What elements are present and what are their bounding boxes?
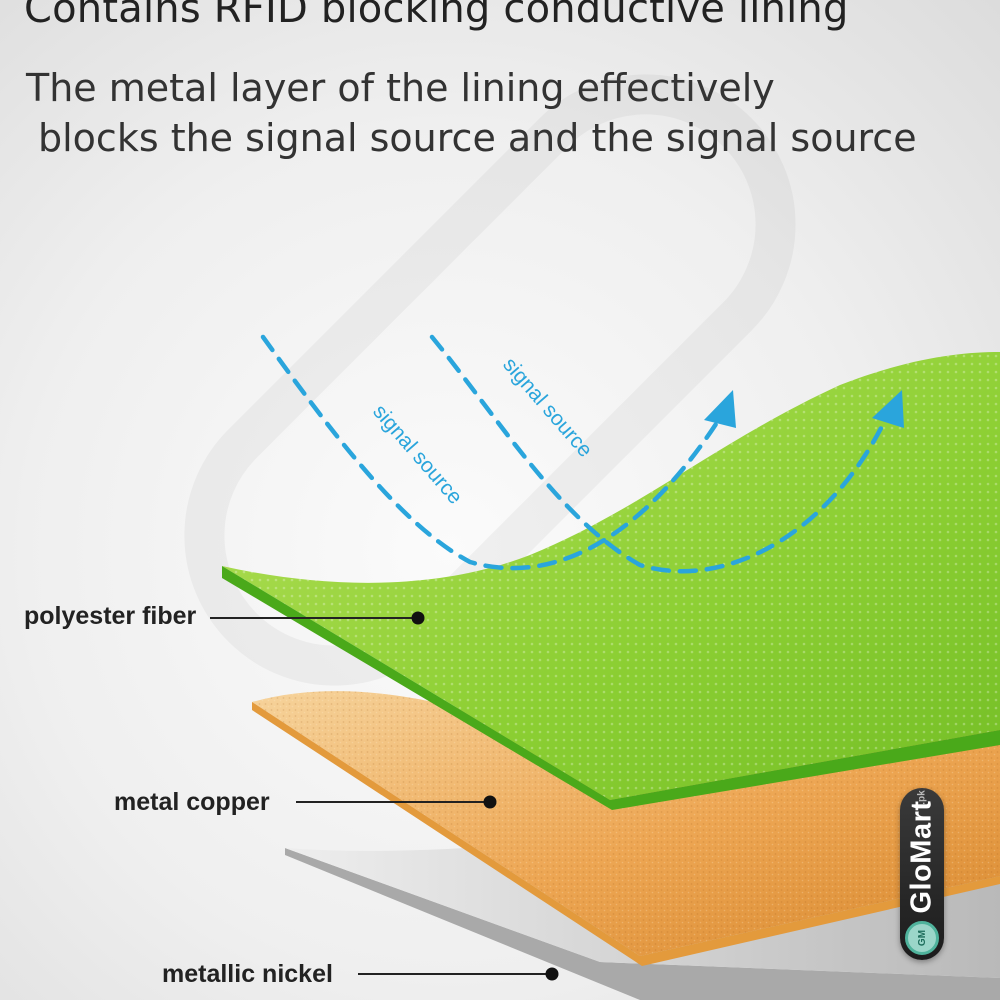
arrowhead-left <box>704 390 736 428</box>
signal-arrowheads <box>704 390 904 428</box>
dot-metal-copper <box>483 795 497 809</box>
label-metallic-nickel: metallic nickel <box>162 960 333 988</box>
leader-lines <box>210 617 552 975</box>
leader-dots <box>411 611 559 981</box>
watermark <box>184 74 796 686</box>
subtitle-line-1: The metal layer of the lining effectivel… <box>26 66 775 110</box>
page-title: Contains RFID blocking conductive lining <box>24 0 849 32</box>
glomart-logo-badge: .pk GloMart GM <box>900 788 944 960</box>
label-polyester-fiber: polyester fiber <box>24 602 197 630</box>
subtitle-line-2: blocks the signal source and the signal … <box>38 116 917 160</box>
dot-metallic-nickel <box>545 967 559 981</box>
arrowhead-right <box>872 390 904 428</box>
label-metal-copper: metal copper <box>114 788 270 816</box>
signal-path-left <box>260 334 728 571</box>
dot-polyester-fiber <box>411 611 425 625</box>
signal-paths <box>260 334 893 574</box>
glomart-logo-icon: GM <box>905 921 939 955</box>
layer-polyester-fiber <box>222 352 1000 810</box>
signal-path-right <box>429 334 893 574</box>
